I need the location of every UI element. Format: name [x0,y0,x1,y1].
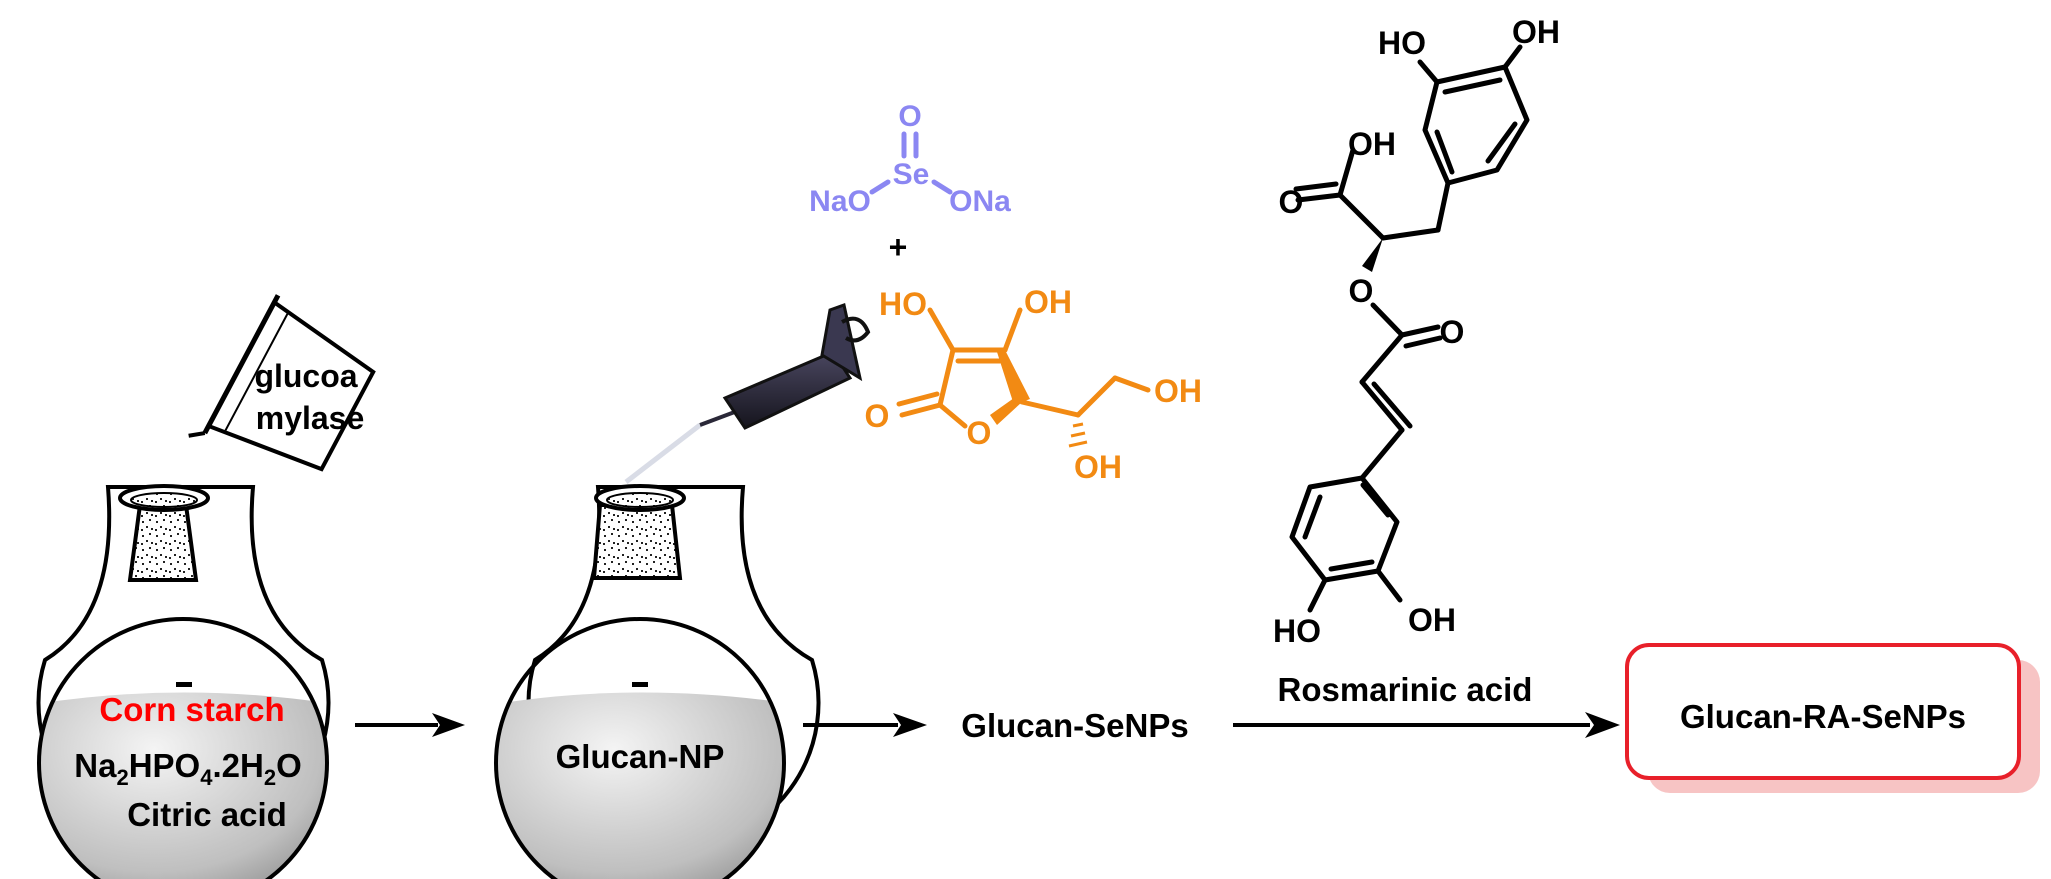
ra-oh-top: OH [1512,14,1560,50]
product-box: Glucan-RA-SeNPs [1625,643,2040,793]
flask-1-stopper [127,503,199,582]
arrow-1 [355,713,465,737]
flask-2-liquid [497,692,783,879]
ra-oh-bottom: OH [1408,602,1456,638]
flask-1: Corn starch Na2HPO4.2H2O Citric acid [36,484,331,879]
ra-ho-top: HO [1378,25,1426,61]
sodium-selenite: O Se NaO ONa [809,100,1011,218]
ascorbic-carbonyl-o: O [865,398,890,434]
selenite-o-top: O [898,100,921,133]
syringe [624,303,871,484]
ra-ho-bottom: HO [1273,613,1321,649]
flask-2-mark [632,682,648,687]
citric-acid-label: Citric acid [127,796,287,833]
ascorbic-acid: HO OH O O OH OH [865,284,1202,485]
selenite-ona: ONa [949,185,1011,218]
rosmarinic-acid-structure: HO OH OH O O O HO OH [1273,14,1560,649]
flask-2-stopper [591,503,683,580]
product-label: Glucan-RA-SeNPs [1680,698,1966,735]
ascorbic-oh-bottom: OH [1074,449,1122,485]
beaker-label-line2: mylase [256,400,365,436]
glucan-np-label: Glucan-NP [556,738,725,775]
syringe-barrel [722,350,853,430]
ra-acid-o: O [1279,184,1304,220]
product-box-frame [1625,643,2021,780]
ra-ester-o: O [1349,273,1374,309]
flask-1-mark [176,682,192,687]
beaker [188,294,376,472]
flask-1-liquid [40,692,326,879]
glucan-senps-label: Glucan-SeNPs [961,707,1188,744]
ra-acid-oh: OH [1348,126,1396,162]
arrow-2 [803,713,927,737]
beaker-label-line1: glucoa [254,358,357,394]
selenite-se: Se [893,158,930,191]
arrow-3 [1233,712,1620,738]
selenite-nao: NaO [809,185,871,218]
plus-sign: + [889,229,908,265]
ascorbic-ho-left: HO [879,286,927,322]
ascorbic-hash-bond [1068,422,1088,448]
ascorbic-oh-right: OH [1024,284,1072,320]
corn-starch-label: Corn starch [99,691,284,728]
buffer-label: Na2HPO4.2H2O [74,747,301,790]
ascorbic-ring-o: O [967,415,992,451]
rosmarinic-acid-label: Rosmarinic acid [1278,671,1533,708]
ascorbic-oh-side: OH [1154,373,1202,409]
syringe-tip [624,423,702,484]
flask-2: Glucan-NP [494,484,821,879]
ra-ester-carbonyl-o: O [1440,314,1465,350]
